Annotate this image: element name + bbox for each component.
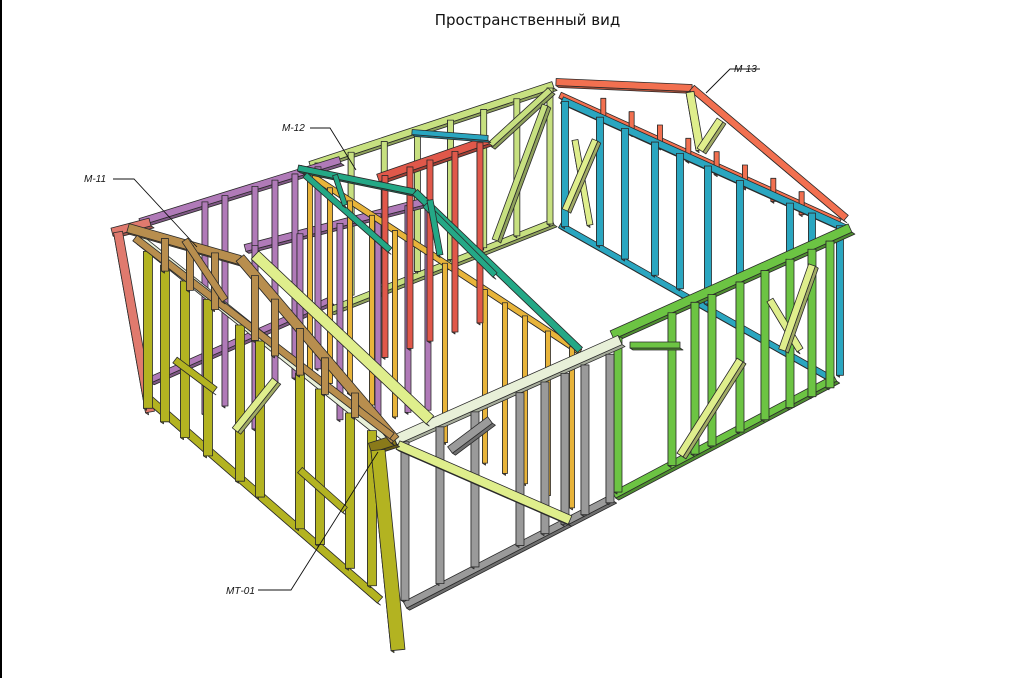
front-left-wall-stud: [180, 280, 190, 441]
front-left-wall-stud: [315, 388, 325, 547]
right-wall-stud: [836, 225, 844, 378]
leader-m11: [113, 178, 198, 248]
front-left-wall-header: [297, 466, 348, 516]
front-right-wall-header: [629, 341, 684, 351]
front-middle-wall-header: [447, 416, 496, 456]
front-left-wall-stud: [295, 372, 305, 532]
inner-truss-stud: [381, 175, 389, 360]
left-wall-top-plate: [138, 156, 345, 228]
back-wall-stud: [546, 87, 554, 227]
callout-m13-label: М-13: [734, 64, 757, 75]
front-middle-wall-stud: [435, 426, 445, 586]
inner-truss-stud: [406, 166, 414, 351]
truss-m12-chord: [296, 164, 418, 198]
front-middle-wall-stud: [605, 353, 615, 506]
inner-truss-red: [376, 129, 493, 360]
front-left-wall-stud: [255, 340, 265, 500]
truss-m11-web: [271, 298, 279, 359]
front-left-wall-stud: [235, 324, 245, 484]
back-wall-top-plate: [308, 81, 558, 171]
leader-m12: [310, 127, 357, 171]
truss-m12: [296, 164, 583, 355]
front-right-wall-stud: [735, 281, 745, 435]
front-right-wall-stud: [690, 301, 700, 457]
right-wall-stud: [621, 128, 629, 262]
front-middle-wall-brace: [395, 440, 573, 527]
truss-m12-web: [426, 199, 444, 258]
callout-m11-label: М-11: [84, 174, 106, 185]
inner-truss-stud: [426, 159, 434, 344]
callout-mt01-label: МТ-01: [226, 586, 255, 597]
left-border: [0, 0, 2, 678]
front-left-wall-stud: [143, 250, 153, 411]
front-right-wall-stud: [613, 336, 623, 495]
front-right-wall-brace: [676, 357, 747, 460]
front-middle-wall-stud: [470, 411, 480, 570]
leader-mt01: [258, 451, 379, 591]
inner-partition-stud: [569, 346, 575, 511]
truss-m13-top-chord: [555, 78, 696, 94]
right-wall-stud: [651, 141, 659, 278]
inner-truss-stud: [476, 142, 484, 326]
truss-m13-brace: [696, 117, 727, 155]
front-right-wall-stud: [785, 258, 795, 410]
truss-m11-web: [351, 392, 359, 420]
truss-m11-web: [296, 328, 304, 378]
corner-post-mt01: [370, 448, 406, 654]
front-left-wall-stud: [203, 298, 213, 459]
right-wall-stud: [596, 116, 604, 248]
truss-m11-web: [161, 238, 169, 274]
inner-partition-stud: [369, 214, 375, 408]
leader-m13: [705, 68, 760, 94]
callout-mt01: МТ-01: [226, 451, 379, 597]
front-middle-wall-stud: [580, 364, 590, 518]
front-left-wall-stud: [160, 264, 170, 425]
right-wall-brace: [561, 138, 602, 214]
callout-m12: М-12: [282, 123, 357, 171]
front-right-wall-stud: [667, 312, 677, 468]
front-middle-wall-stud: [400, 441, 410, 603]
page-title: Пространственный вид: [434, 11, 621, 29]
left-wall-stud: [221, 195, 229, 409]
front-middle-wall-stud: [540, 381, 550, 537]
front-left-wall-stud: [367, 430, 377, 589]
right-wall-stud: [704, 165, 712, 307]
truss-m12-bottom: [302, 172, 393, 255]
callout-m12-label: М-12: [282, 123, 305, 134]
inner-partition-stud: [347, 200, 353, 397]
truss-m11: [126, 223, 400, 446]
truss-m13-rafter: [689, 84, 849, 224]
truss-m13-brace: [685, 90, 705, 154]
front-middle-wall-stud: [515, 392, 525, 548]
inner-truss-stud: [451, 150, 459, 335]
front-middle-wall-frame: [392, 335, 626, 611]
callout-m11: М-11: [84, 174, 198, 248]
front-right-wall-stud: [760, 270, 770, 423]
callout-m13: М-13: [705, 64, 760, 94]
truss-m11-web: [321, 357, 329, 397]
truss-m11-web: [251, 275, 259, 343]
truss-m12-web: [332, 173, 348, 209]
inner-partition-stud: [392, 230, 398, 420]
inner-truss-cap: [411, 129, 492, 143]
front-right-wall-frame: [609, 223, 856, 501]
front-right-wall-brace: [778, 263, 819, 354]
back-wall-brace: [491, 103, 552, 244]
right-wall-stud: [676, 152, 684, 292]
front-left-wall-header: [172, 356, 218, 396]
truss-m12-web: [422, 202, 498, 280]
truss-m11-diag: [181, 237, 229, 305]
front-left-wall-brace: [231, 377, 282, 435]
inner-partition-stud: [442, 262, 448, 445]
front-left-wall-brace: [250, 250, 435, 427]
front-right-wall-stud: [707, 294, 717, 449]
front-middle-wall-stud: [560, 373, 570, 527]
front-right-wall-stud: [825, 240, 835, 391]
right-wall-stud: [561, 100, 569, 230]
